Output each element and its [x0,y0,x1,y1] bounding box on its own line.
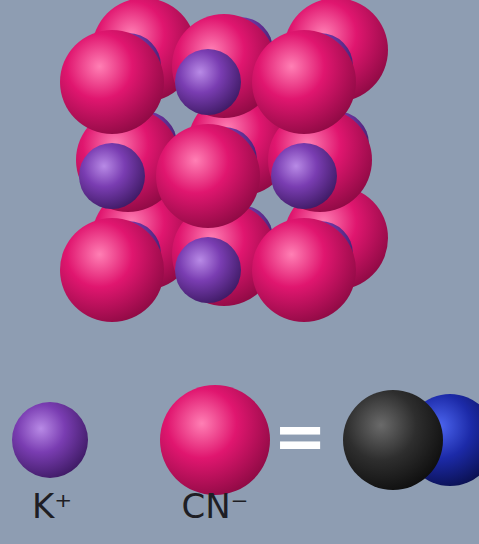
cyanide-sphere [60,30,164,134]
potassium-sphere [175,237,241,303]
cyanide-sphere [160,385,270,495]
cyanide-sphere [252,218,356,322]
cyanide-sphere [156,124,260,228]
ion-label: K⁺ [32,486,72,526]
carbon-sphere [343,390,443,490]
potassium-sphere [271,143,337,209]
cyanide-sphere [252,30,356,134]
ion-label: CN⁻ [181,486,248,526]
legend-spheres [12,385,479,495]
rock-salt-lattice [60,0,388,322]
potassium-sphere [79,143,145,209]
potassium-sphere [175,49,241,115]
cyanide-sphere [60,218,164,322]
potassium-sphere [12,402,88,478]
equals-sign: = [273,399,327,473]
